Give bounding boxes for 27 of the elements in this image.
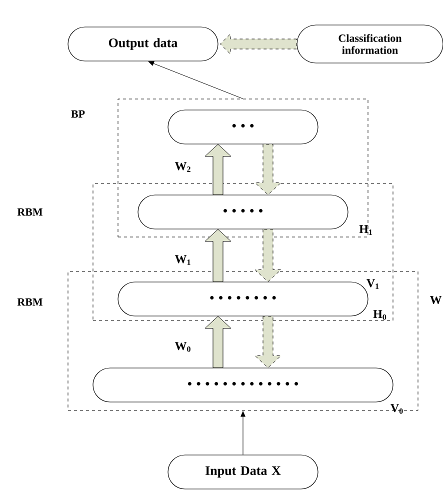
block-arrow: [254, 316, 282, 368]
arrow: [240, 411, 246, 455]
block-arrow: [204, 229, 232, 282]
block-arrow: [204, 144, 232, 195]
rounded-node: • • • • • • • •: [118, 282, 368, 316]
layer-label: H$_{0}$: [373, 310, 386, 320]
weight-label: W$_{2}$: [174, 162, 190, 172]
weight-label: W$_{1}$: [174, 255, 190, 265]
rounded-node: • • • • •: [138, 194, 348, 230]
block-arrow: [254, 229, 282, 282]
weight-label: W$_{0}$: [174, 342, 190, 352]
arrow: [148, 61, 244, 99]
rounded-node: Output data: [68, 26, 218, 62]
rounded-node: • • • • • • • • • • • • •: [92, 368, 394, 402]
group-label: RBM: [17, 208, 42, 216]
layer-label: H$_{1}$: [359, 225, 372, 235]
layer-label: W: [430, 296, 442, 304]
block-arrow: [204, 316, 232, 368]
block-arrow: [220, 34, 297, 54]
rounded-node: Input Data X: [168, 454, 318, 490]
rounded-node: Classification information: [296, 24, 443, 64]
group-label: RBM: [17, 298, 42, 306]
layer-label: V$_{0}$: [390, 404, 403, 414]
block-arrow: [254, 144, 282, 195]
layer-label: V$_{1}$: [366, 279, 379, 289]
rounded-node: • • •: [168, 110, 318, 144]
group-label: BP: [71, 110, 85, 118]
